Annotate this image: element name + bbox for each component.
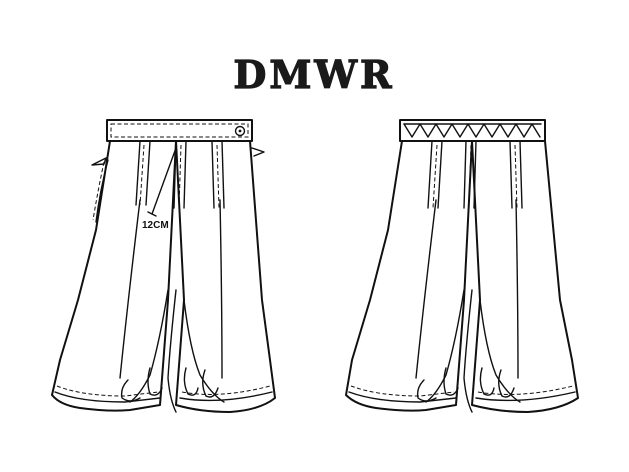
front-crotch-fold-right — [183, 299, 225, 403]
front-side-pocket — [95, 159, 109, 223]
front-waistband — [106, 119, 253, 142]
front-right-leg — [175, 140, 276, 413]
front-fold-loop-4 — [202, 369, 219, 398]
back-right-leg — [471, 140, 579, 413]
brand-logo: DMWR — [233, 52, 394, 97]
front-fold-loop-1 — [120, 379, 141, 402]
front-crotch-fold-center — [167, 289, 177, 413]
front-left-hem — [54, 391, 161, 403]
front-belt-tab-left — [91, 157, 107, 166]
front-fold-loop-2 — [147, 367, 163, 396]
front-right-hem — [179, 391, 273, 402]
front-belt-tab-right — [251, 147, 265, 157]
front-pleat-1 — [135, 140, 151, 206]
front-crease-left — [119, 199, 141, 379]
front-left-leg — [51, 140, 177, 412]
front-pleat-2 — [173, 140, 187, 209]
back-right-hem — [475, 391, 576, 402]
back-pleat-2 — [463, 140, 477, 209]
back-left-leg — [345, 140, 473, 412]
back-left-hem — [348, 391, 457, 403]
measurement-label: 12CM — [142, 220, 169, 231]
back-crease-right — [515, 199, 519, 379]
measurement-line — [151, 147, 177, 215]
back-pleat-1 — [427, 140, 443, 209]
waistband-button-icon — [234, 125, 246, 137]
back-crotch-fold-center — [463, 289, 473, 413]
front-pleat-3 — [211, 140, 225, 209]
back-crease-left — [415, 199, 437, 379]
waistband-zigzag-stitch — [403, 123, 541, 138]
back-crotch-fold-right — [479, 299, 521, 403]
back-crotch-fold-left — [425, 289, 465, 403]
front-fold-loop-3 — [183, 367, 199, 396]
front-crotch-fold-left — [129, 289, 169, 403]
back-view-shorts — [345, 119, 579, 413]
front-right-hem-stitch — [181, 385, 271, 395]
back-pleat-3 — [509, 140, 523, 209]
front-left-hem-stitch — [56, 385, 159, 397]
front-crease-right — [219, 199, 223, 379]
front-view-shorts: 12CM — [51, 119, 276, 413]
